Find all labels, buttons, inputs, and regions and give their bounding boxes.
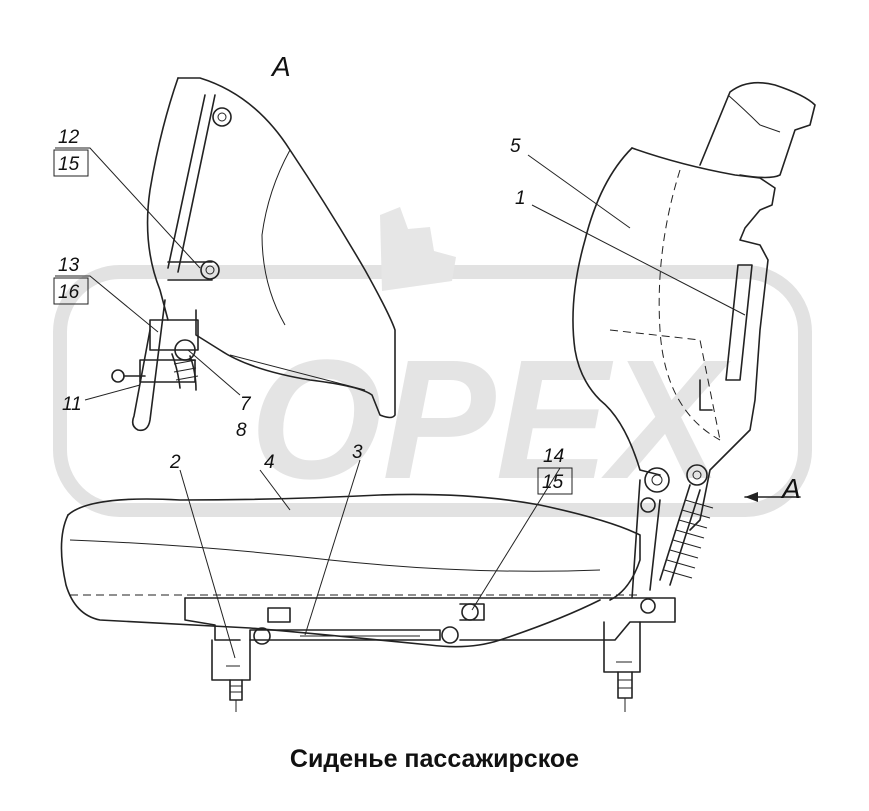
callout-8: 8 xyxy=(236,420,247,441)
callout-11: 11 xyxy=(62,394,82,415)
callout-15-lower: 15 xyxy=(542,472,564,493)
callout-15-upper: 15 xyxy=(58,154,80,175)
diagram-caption: Сиденье пассажирское xyxy=(289,745,580,773)
callout-labels: A A 12 15 13 16 11 7 8 2 4 3 14 15 5 1 xyxy=(53,51,801,504)
callout-16: 16 xyxy=(58,282,80,303)
callout-15-lower-box xyxy=(537,467,573,495)
view-label-right: A xyxy=(780,473,801,504)
view-label-top: A xyxy=(270,51,291,82)
callout-5: 5 xyxy=(510,136,521,157)
callout-15-box xyxy=(53,149,89,177)
seat-cushion xyxy=(60,493,676,712)
callout-2: 2 xyxy=(169,452,181,473)
seat-back-side xyxy=(572,81,816,599)
leader-lines xyxy=(55,147,801,659)
callout-3: 3 xyxy=(352,442,363,463)
callout-7: 7 xyxy=(240,394,252,415)
callout-4: 4 xyxy=(264,452,275,473)
callout-13: 13 xyxy=(58,255,80,276)
callout-14: 14 xyxy=(543,446,564,467)
callout-1: 1 xyxy=(515,188,526,209)
watermark-text: OPEX xyxy=(250,325,731,515)
callout-12: 12 xyxy=(58,127,80,148)
seat-back-view-a xyxy=(111,77,396,432)
watermark-logo: OPEX xyxy=(53,207,812,517)
callout-16-box xyxy=(53,277,89,305)
